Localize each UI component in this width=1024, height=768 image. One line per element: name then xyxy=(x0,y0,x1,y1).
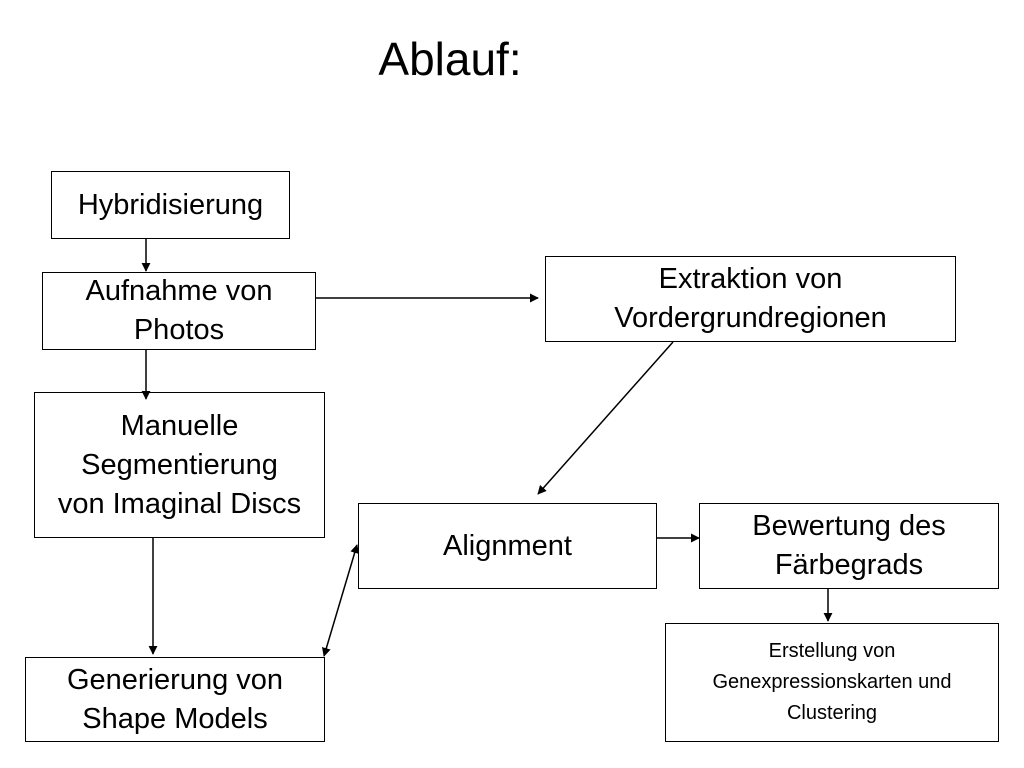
arrow-generierung-alignment-bidirectional xyxy=(321,544,360,657)
node-alignment: Alignment xyxy=(358,503,657,589)
node-hybridisierung: Hybridisierung xyxy=(51,171,290,239)
node-generierung-von-shape-models: Generierung von Shape Models xyxy=(25,657,325,742)
node-erstellung-von-genexpressionskarten: Erstellung von Genexpressionskarten und … xyxy=(665,623,999,742)
arrow-extraktion-to-alignment xyxy=(537,341,674,495)
node-extraktion-von-vordergrundregionen: Extraktion von Vordergrundregionen xyxy=(545,256,956,342)
diagram-title: Ablauf: xyxy=(378,33,522,85)
node-aufnahme-von-photos: Aufnahme von Photos xyxy=(42,272,316,350)
node-bewertung-des-faerbegrads: Bewertung des Färbegrads xyxy=(699,503,999,589)
node-manuelle-segmentierung: Manuelle Segmentierung von Imaginal Disc… xyxy=(34,392,325,538)
